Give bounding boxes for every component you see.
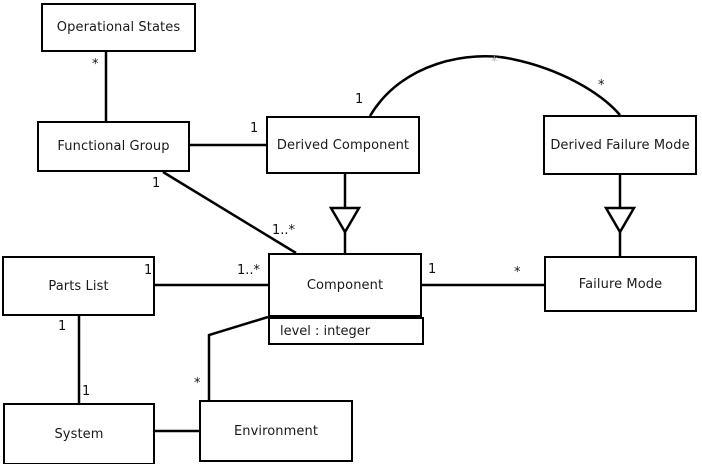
multiplicity-label: * [491,55,498,70]
class-box-derived-failure-mode[interactable]: Derived Failure Mode [543,115,697,175]
class-box-parts-list[interactable]: Parts List [2,256,155,316]
multiplicity-label: 1..* [237,263,261,278]
multiplicity-label: 1 [58,319,67,334]
multiplicity-label: * [598,78,605,93]
class-name-failure-mode: Failure Mode [578,276,663,292]
class-attributes-component: level : integer [268,317,424,345]
class-name-system: System [54,426,104,442]
edge-derived-component-derived-failure-mode [368,55,621,117]
multiplicity-label: 1 [428,262,437,277]
class-box-system[interactable]: System [3,403,155,464]
edge-component-environment [207,315,269,400]
multiplicity-label: 1..* [272,223,296,238]
multiplicity-label: * [92,57,99,72]
multiplicity-label: 1 [152,176,161,191]
multiplicity-label: 1 [144,263,153,278]
attribute-component-level: level : integer [280,323,371,339]
class-name-operational-states: Operational States [56,20,181,35]
class-name-component: Component [306,277,384,293]
multiplicity-label: 1 [250,121,259,136]
generalization-triangle-derived-failure-mode [603,206,637,235]
class-name-environment: Environment [233,423,319,439]
multiplicity-label: 1 [82,384,91,399]
edge-functional-group-component [162,170,297,255]
multiplicity-label: * [514,265,521,280]
class-name-parts-list: Parts List [48,278,109,294]
generalization-triangle-derived-component [328,206,362,235]
class-name-derived-failure-mode: Derived Failure Mode [550,137,690,153]
class-box-functional-group[interactable]: Functional Group [37,121,190,172]
class-name-functional-group: Functional Group [57,139,170,154]
class-box-environment[interactable]: Environment [199,400,353,462]
multiplicity-label: 1 [355,92,364,107]
class-box-component[interactable]: Component [268,253,422,317]
class-name-derived-component: Derived Component [276,137,410,153]
multiplicity-label: * [194,376,201,391]
class-box-derived-component[interactable]: Derived Component [266,116,420,174]
class-box-operational-states[interactable]: Operational States [41,3,196,52]
class-box-failure-mode[interactable]: Failure Mode [544,256,697,312]
